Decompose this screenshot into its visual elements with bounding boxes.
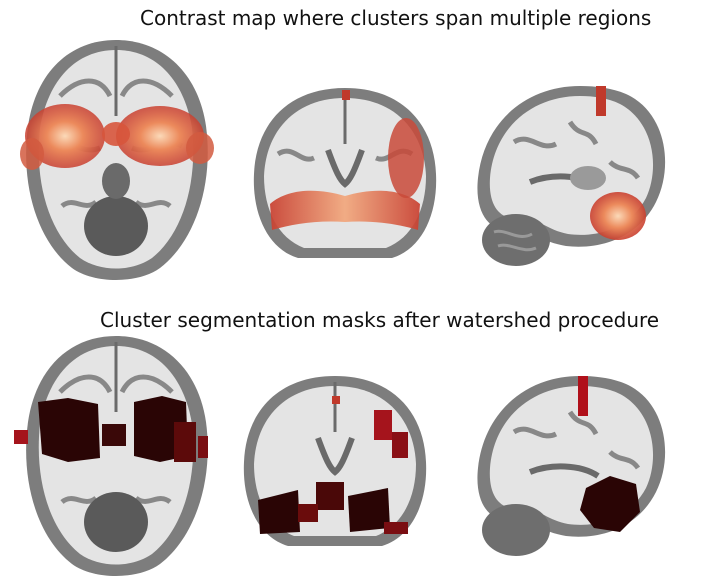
coronal-mask-panel [243,376,427,546]
brain-outline [477,86,666,266]
brain-outline [477,376,666,556]
activation-blobs [590,86,646,240]
sagittal-mask-panel [477,376,666,556]
activation-blobs [270,90,424,230]
segmentation-masks [578,376,640,532]
activation-blobs [20,104,214,170]
axial-mask-panel [14,336,208,576]
sagittal-contrast-panel [477,86,666,266]
segmentation-masks [14,396,208,462]
top-row-title: Contrast map where clusters span multipl… [140,6,652,30]
axial-contrast-panel [20,40,214,280]
segmentation-masks [258,396,408,534]
bottom-row-title: Cluster segmentation masks after watersh… [100,308,660,332]
coronal-contrast-panel [253,88,437,258]
